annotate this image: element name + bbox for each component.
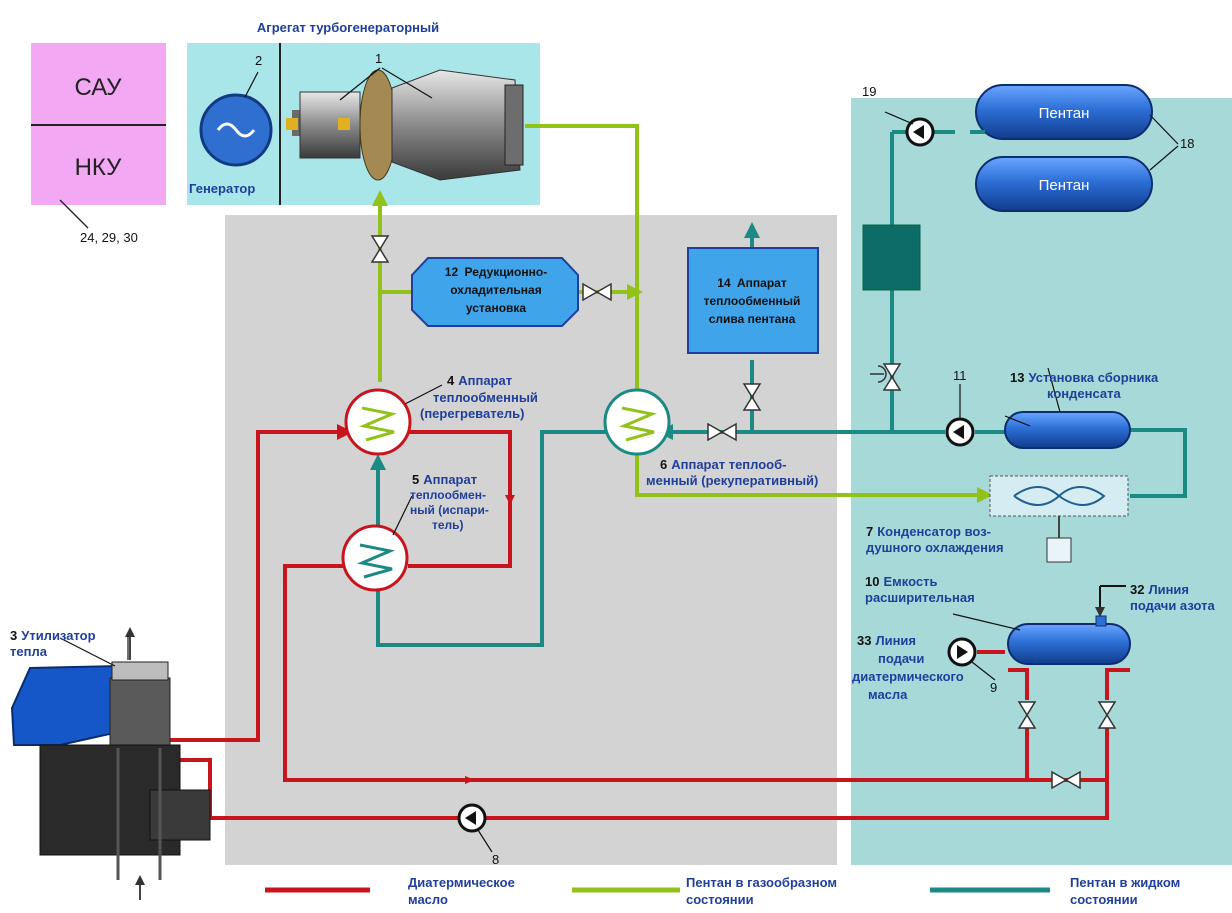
- tank-1-label: Пентан: [1039, 105, 1090, 122]
- hx14-box: 14 Аппарат теплообменный слива пентана: [687, 247, 819, 354]
- collector-num: 13: [1010, 370, 1024, 385]
- expansion-line-1: Емкость: [883, 574, 937, 589]
- expansion-tank: [1007, 615, 1131, 665]
- hx4-line-1: Аппарат: [458, 373, 512, 388]
- reducer-line-3: установка: [466, 301, 527, 315]
- hx6-num: 6: [660, 457, 667, 472]
- hx4-line-3: (перегреватель): [420, 406, 524, 421]
- hx14-line-3: слива пентана: [709, 312, 796, 326]
- svg-text:12 Редукционно-: 12 Редукционно-: [445, 265, 547, 279]
- hx4-num: 4: [447, 373, 455, 388]
- pentane-tank-2: Пентан: [975, 156, 1153, 212]
- condenser-line-1: Конденсатор воз-: [877, 524, 991, 539]
- generator-num: 2: [255, 53, 262, 68]
- oil-feed-num: 33: [857, 633, 871, 648]
- pump-9: [947, 637, 977, 667]
- pump-19: [905, 117, 935, 147]
- oil-feed-line-4: масла: [868, 687, 908, 702]
- hx4-symbol: [344, 388, 412, 456]
- svg-text:14 Аппарат: 14 Аппарат: [717, 276, 787, 290]
- filter-block: [862, 224, 921, 291]
- condenser-line-2: душного охлаждения: [866, 540, 1004, 555]
- hx5-line-1: Аппарат: [423, 472, 477, 487]
- hx4-line-2: теплообменный: [433, 390, 538, 405]
- legend-gas-line-1: Пентан в газообразном: [686, 875, 837, 890]
- air-condenser: [989, 475, 1129, 563]
- expansion-line-2: расширительная: [865, 590, 975, 605]
- reducer-line-1: Редукционно-: [464, 265, 547, 279]
- pump-19-num: 19: [862, 84, 876, 99]
- hx6-line-2: менный (рекуперативный): [646, 473, 818, 488]
- oil-arrow-right: [465, 776, 475, 784]
- utilizer-line-1: Утилизатор: [21, 628, 95, 643]
- oil-feed-line-2: подачи: [878, 651, 924, 666]
- pump-8-num: 8: [492, 852, 499, 867]
- hx5-line-3: ный (испари-: [410, 503, 489, 517]
- pump-9-num: 9: [990, 680, 997, 695]
- condensate-collector: [1004, 411, 1131, 449]
- generator-label: Генератор: [189, 181, 255, 196]
- collector-line-2: конденсата: [1047, 386, 1121, 401]
- hx6-symbol: [603, 388, 671, 456]
- sau-ref-label: 24, 29, 30: [80, 230, 138, 245]
- tanks-num: 18: [1180, 136, 1194, 151]
- leader-lines: [59, 111, 1061, 853]
- expansion-num: 10: [865, 574, 879, 589]
- reducer-unit: 12 Редукционно- охладительная установка: [411, 257, 579, 327]
- oil-feed-line-3: диатермического: [852, 669, 964, 684]
- hx5-line-4: тель): [432, 518, 464, 532]
- turbogenerator-title: Агрегат турбогенераторный: [257, 20, 439, 35]
- legend-liquid-line-2: состоянии: [1070, 892, 1138, 907]
- nitrogen-num: 32: [1130, 582, 1144, 597]
- utilizer-line-2: тепла: [10, 644, 48, 659]
- pump-8: [457, 803, 487, 833]
- nitrogen-line-2: подачи азота: [1130, 598, 1215, 613]
- nku-label: НКУ: [75, 154, 123, 181]
- legend-oil-line-2: масло: [408, 892, 448, 907]
- sau-label: САУ: [74, 74, 122, 101]
- pump-11: [945, 417, 975, 447]
- condenser-num: 7: [866, 524, 873, 539]
- valves: [370, 235, 1117, 790]
- oil-feed-line-1: Линия: [875, 633, 916, 648]
- legend-gas-line-2: состоянии: [686, 892, 754, 907]
- hx14-num: 14: [717, 276, 731, 290]
- pentane-tank-1: Пентан: [975, 84, 1153, 140]
- legend-oil-line-1: Диатермическое: [408, 875, 515, 890]
- hx5-line-2: теплообмен-: [410, 488, 486, 502]
- pump-11-num: 11: [953, 368, 967, 383]
- hx5-num: 5: [412, 472, 419, 487]
- hx14-line-2: теплообменный: [704, 294, 801, 308]
- legend-liquid-line-1: Пентан в жидком: [1070, 875, 1180, 890]
- heat-utilizer: [10, 627, 211, 900]
- legend: Диатермическое масло Пентан в газообразн…: [265, 875, 1180, 907]
- liquid-pentane-lines: [370, 130, 1187, 647]
- hx6-line-1: Аппарат теплооб-: [671, 457, 786, 472]
- tank-2-label: Пентан: [1039, 177, 1090, 194]
- hx14-line-1: Аппарат: [737, 276, 787, 290]
- turbine-num: 1: [375, 51, 382, 66]
- oil-arrow-down: [505, 495, 515, 505]
- utilizer-num: 3: [10, 628, 17, 643]
- collector-line-1: Установка сборника: [1028, 370, 1159, 385]
- reducer-num: 12: [445, 265, 459, 279]
- regulator-symbol: [877, 365, 887, 383]
- sau-nku-box: САУ НКУ 24, 29, 30: [31, 43, 166, 245]
- turbine-image: [286, 69, 524, 181]
- turbogenerator-unit: Агрегат турбогенераторный Генератор 2 1: [187, 20, 540, 205]
- hx5-symbol: [341, 524, 409, 592]
- reducer-line-2: охладительная: [450, 283, 541, 297]
- nitrogen-line-1: Линия: [1148, 582, 1189, 597]
